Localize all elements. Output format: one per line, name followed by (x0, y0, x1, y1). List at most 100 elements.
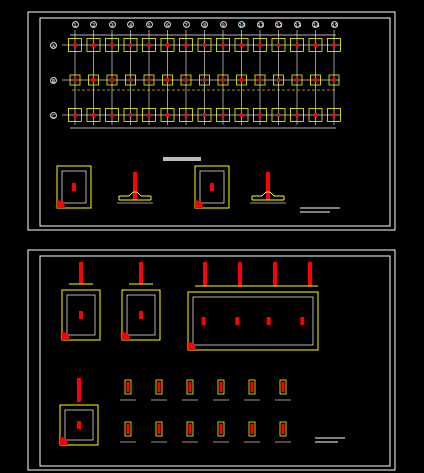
cad-stroke (203, 262, 207, 286)
cad-stroke (282, 424, 285, 434)
cad-stroke (314, 43, 317, 47)
cad-stroke (72, 90, 336, 91)
axis-bubble: 7 (183, 21, 190, 28)
cad-stroke (282, 382, 285, 392)
cad-stroke (127, 382, 130, 392)
cad-stroke (148, 43, 151, 47)
cad-stroke (161, 39, 174, 52)
axis-bubble: 15 (331, 21, 338, 28)
cad-stroke (74, 78, 77, 82)
cad-stroke (296, 43, 299, 47)
cad-stroke (107, 75, 117, 85)
cad-stroke (315, 30, 316, 125)
cad-stroke (308, 262, 312, 286)
cad-stroke (280, 422, 286, 436)
cad-stroke (223, 30, 224, 125)
cad-stroke (278, 30, 279, 125)
cad-stroke (75, 30, 76, 125)
cad-stroke (249, 422, 255, 436)
cad-stroke (87, 109, 100, 122)
axis-bubble: 12 (275, 21, 282, 28)
axis-bubble: 10 (238, 21, 245, 28)
cad-stroke (291, 109, 304, 122)
cad-stroke (158, 382, 161, 392)
cad-stroke (249, 380, 255, 394)
cad-stroke (274, 75, 284, 85)
axis-bubble: 11 (257, 21, 264, 28)
cad-stroke (218, 380, 224, 394)
cad-stroke (106, 39, 119, 52)
cad-stroke (111, 113, 114, 117)
cad-stroke (62, 332, 70, 340)
cad-stroke (255, 75, 265, 85)
cad-stroke (69, 39, 82, 52)
cad-stroke (272, 39, 285, 52)
cad-stroke (148, 78, 151, 82)
cad-stroke (277, 113, 280, 117)
cad-stroke (314, 78, 317, 82)
cad-stroke (92, 113, 95, 117)
axis-bubble: 3 (109, 21, 116, 28)
axis-bubble: 8 (201, 21, 208, 28)
cad-stroke (127, 424, 130, 434)
cad-stroke (217, 39, 230, 52)
cad-stroke (213, 400, 229, 401)
cad-stroke (79, 311, 83, 319)
cad-stroke (129, 284, 153, 285)
cad-stroke (252, 192, 284, 200)
cad-stroke (222, 113, 225, 117)
cad-stroke (133, 172, 137, 200)
cad-stroke (267, 317, 271, 325)
cad-stroke (275, 442, 291, 443)
cad-stroke (129, 43, 132, 47)
cad-stroke (182, 442, 198, 443)
cad-stroke (240, 113, 243, 117)
cad-stroke (120, 442, 136, 443)
axis-bubble: 1 (72, 21, 79, 28)
cad-stroke (218, 75, 228, 85)
cad-stroke (111, 43, 114, 47)
cad-stroke (149, 30, 150, 125)
cad-stroke (69, 109, 82, 122)
cad-stroke (143, 109, 156, 122)
cad-stroke (200, 171, 224, 203)
cad-stroke (328, 109, 341, 122)
cad-stroke (277, 78, 280, 82)
cad-stroke (244, 400, 260, 401)
cad-stroke (185, 78, 188, 82)
cad-stroke (204, 30, 205, 125)
cad-stroke (77, 421, 81, 429)
cad-stroke (122, 290, 160, 340)
cad-stroke (203, 113, 206, 117)
cad-stroke (333, 113, 336, 117)
cad-stroke (189, 424, 192, 434)
cad-stroke (333, 78, 336, 82)
cad-stroke (93, 30, 94, 125)
cad-stroke (151, 400, 167, 401)
cad-stroke (254, 109, 267, 122)
cad-stroke (296, 78, 299, 82)
cad-stroke (220, 382, 223, 392)
cad-stroke (181, 75, 191, 85)
cad-stroke (213, 442, 229, 443)
cad-stroke (251, 382, 254, 392)
cad-stroke (67, 295, 95, 335)
cad-stroke (112, 30, 113, 125)
cad-stroke (272, 109, 285, 122)
cad-stroke (188, 342, 196, 350)
cad-stroke (126, 75, 136, 85)
cad-stroke (250, 203, 286, 204)
cad-stroke (180, 39, 193, 52)
cad-stroke (70, 128, 336, 129)
cad-stroke (311, 75, 321, 85)
cad-stroke (57, 166, 91, 208)
cad-stroke (235, 317, 239, 325)
cad-stroke (124, 109, 137, 122)
cad-stroke (185, 43, 188, 47)
cad-stroke (238, 262, 242, 286)
cad-stroke (210, 183, 214, 191)
cad-stroke (167, 30, 168, 125)
cad-stroke (309, 109, 322, 122)
cad-stroke (273, 262, 277, 286)
